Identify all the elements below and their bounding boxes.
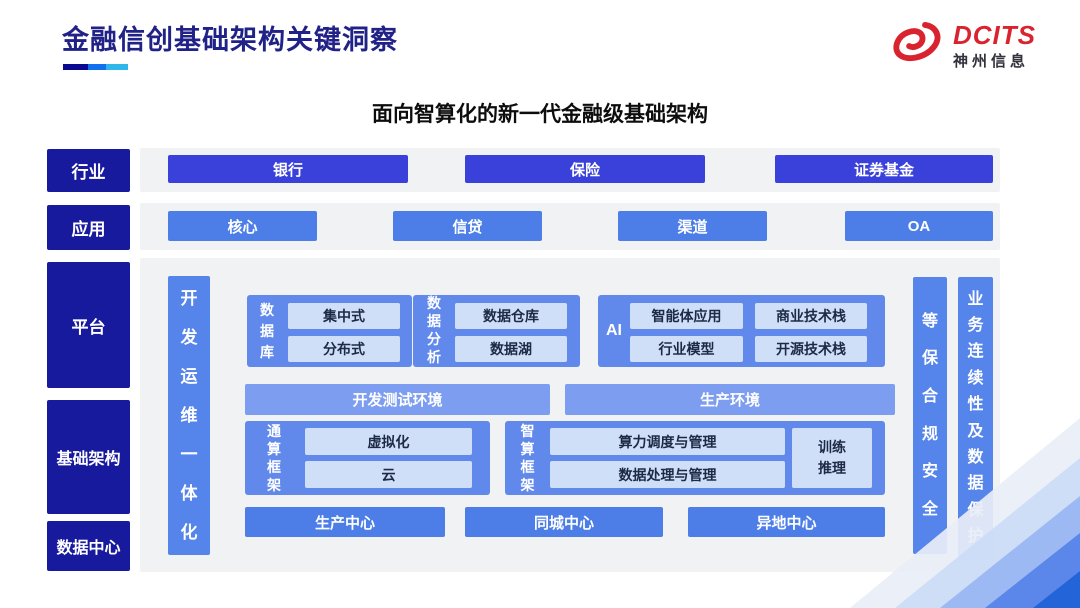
datacenter-item-samecity: 同城中心 (465, 507, 663, 537)
underline-segment-mid (88, 64, 106, 70)
application-item-channel: 渠道 (618, 211, 767, 241)
env-bar-production: 生产环境 (565, 384, 895, 415)
framework-general-label: 通算框架 (266, 422, 281, 494)
company-logo: DCITS 神州信息 (888, 18, 1048, 74)
group-ai: AI 智能体应用 商业技术栈 行业模型 开源技术栈 (598, 295, 885, 367)
row-label-industry: 行业 (47, 149, 130, 192)
logo-company-text: 神州信息 (953, 52, 1030, 70)
industry-item-securities: 证券基金 (775, 155, 993, 183)
devops-vertical-bar: 开发运维一体化 (168, 276, 210, 555)
row-label-datacenter: 数据中心 (47, 521, 130, 571)
group-data-analytics: 数据分析 数据仓库 数据湖 (413, 295, 580, 367)
swirl-logo-icon (888, 19, 946, 74)
page-title: 金融信创基础架构关键洞察 (62, 25, 398, 55)
analytics-item-datalake: 数据湖 (455, 336, 567, 362)
group-database-label: 数据库 (259, 301, 274, 360)
intelligent-item-data-processing: 数据处理与管理 (550, 461, 785, 488)
title-underline (63, 64, 128, 70)
intelligent-item-compute-scheduling: 算力调度与管理 (550, 428, 785, 455)
framework-general-computing: 通算框架 虚拟化 云 (245, 421, 490, 495)
ai-item-commercial-stack: 商业技术栈 (755, 303, 867, 329)
underline-segment-dark (63, 64, 88, 70)
datacenter-item-production: 生产中心 (245, 507, 445, 537)
database-item-distributed: 分布式 (288, 336, 400, 362)
application-item-credit: 信贷 (393, 211, 542, 241)
env-bar-devtest: 开发测试环境 (245, 384, 550, 415)
diagram-title: 面向智算化的新一代金融级基础架构 (372, 103, 708, 126)
underline-segment-light (106, 64, 128, 70)
ai-item-industry-model: 行业模型 (630, 336, 743, 362)
row-label-infrastructure: 基础架构 (47, 400, 130, 514)
row-label-application: 应用 (47, 205, 130, 250)
industry-item-bank: 银行 (168, 155, 408, 183)
framework-intelligent-computing: 智算框架 算力调度与管理 数据处理与管理 训练推理 (505, 421, 885, 495)
general-item-virtualization: 虚拟化 (305, 428, 472, 455)
security-bar-continuity: 业务连续性及数据保护 (958, 277, 993, 560)
database-item-centralized: 集中式 (288, 303, 400, 329)
industry-item-insurance: 保险 (465, 155, 705, 183)
group-ai-label: AI (606, 322, 622, 339)
security-bar-compliance: 等保合规安全 (913, 277, 947, 554)
application-item-core: 核心 (168, 211, 317, 241)
ai-item-agent-apps: 智能体应用 (630, 303, 743, 329)
group-data-analytics-label: 数据分析 (426, 295, 441, 365)
analytics-item-warehouse: 数据仓库 (455, 303, 567, 329)
datacenter-item-remote: 异地中心 (688, 507, 885, 537)
row-label-platform: 平台 (47, 262, 130, 388)
logo-brand-text: DCITS (953, 19, 1036, 50)
application-item-oa: OA (845, 211, 993, 241)
group-database: 数据库 集中式 分布式 (247, 295, 412, 367)
general-item-cloud: 云 (305, 461, 472, 488)
ai-item-opensource-stack: 开源技术栈 (755, 336, 867, 362)
intelligent-item-training-inference: 训练推理 (792, 428, 872, 488)
framework-intelligent-label: 智算框架 (520, 422, 535, 494)
